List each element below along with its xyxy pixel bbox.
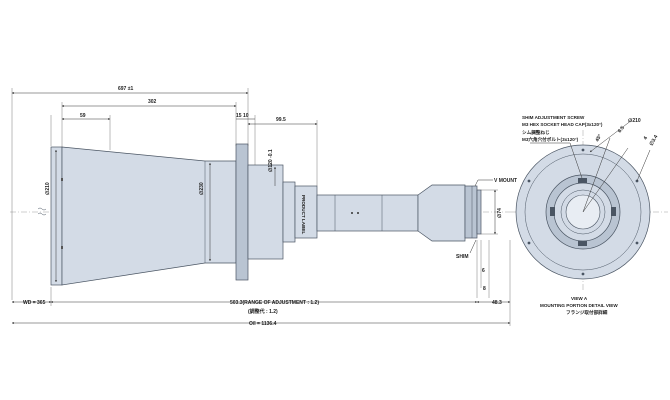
dim-dia-74: ∅74 [497,208,503,218]
view-angle-1: 45° [594,133,603,142]
dim-range-en: 503.3(RANGE OF ADJUSTMENT : 1.2) [230,300,319,306]
step-ring [282,181,296,243]
dim-oa: O/I = 1136.4 [249,321,277,327]
dim-302: 302 [148,99,157,105]
bolt-holes [527,148,639,276]
v-mount [464,185,478,239]
screw-note: SHIM ADJUSTMENT SCREW M3 HEX SOCKET HEAD… [522,115,603,143]
rear-section [247,164,284,260]
view-title: VIEW A MOUNTING PORTION DETAIL VIEW フランジ… [540,296,618,316]
dim-overall-length: 697 ±1 [118,86,133,92]
product-label-text: PRODUCT LABEL [301,195,306,234]
note-en-1: SHIM ADJUSTMENT SCREW [522,115,585,120]
view-title-1: VIEW A [571,296,588,301]
barrel-tube [316,194,419,232]
view-a: ∅210 45° 6.5 4 ∅3.4 [510,118,668,292]
dim-dia-210-front: ∅210 [45,182,51,195]
flange [235,143,249,281]
break-mark [37,207,47,216]
note-en-2: M3 HEX SOCKET HEAD CAP(3x120°) [522,122,603,127]
view-dim-4: 4 [643,135,650,141]
front-hood [50,146,63,286]
mount-flare [417,184,466,242]
dim-99-5: 99.5 [276,117,286,123]
dim-dia-120: ∅120 -0.1 [268,149,274,172]
shim-label: SHIM [456,254,469,260]
note-ja-1: シム調整ねじ [522,129,550,136]
dim-8: 8 [483,286,486,292]
view-angle-2: 6.5 [617,125,626,134]
note-ja-2: M3六角穴付ボルト(3x120°) [522,136,579,143]
v-mount-label: V MOUNT [494,178,517,184]
dim-6: 6 [482,268,485,274]
view-title-ja: フランジ取付部詳細 [566,309,608,316]
view-dia-210: ∅210 [628,118,641,124]
dim-48-3: 48.3 [492,300,502,306]
view-title-2: MOUNTING PORTION DETAIL VIEW [540,303,618,308]
side-view: PRODUCT LABEL [10,143,510,286]
shim-ring [476,189,482,235]
dimensions-side: 697 ±1 302 59 15 10 99.5 ∅210 ∅230 ∅120 … [11,86,517,327]
view-dim-3-4: ∅3.4 [649,134,660,147]
dim-flange: 15 10 [236,113,249,119]
dim-range-ja: (調整代 : 1.2) [248,308,278,315]
dim-dia-230: ∅230 [199,182,205,195]
dim-59: 59 [80,113,86,119]
dim-wd: WD = 365 [23,300,46,306]
